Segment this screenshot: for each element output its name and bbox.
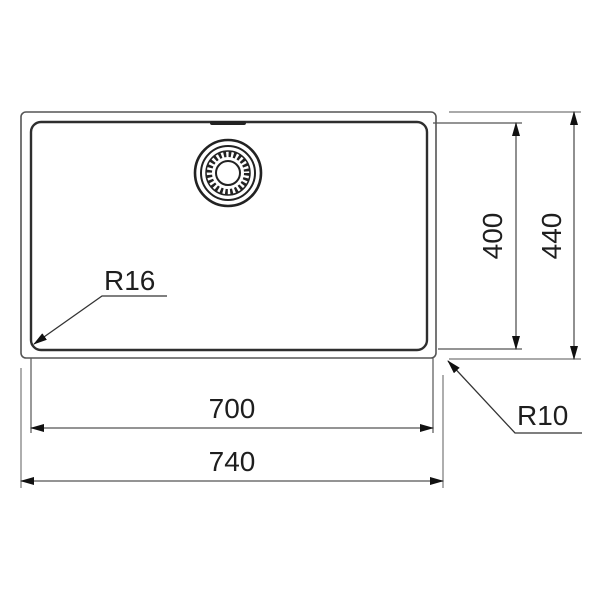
outer-height-label: 440 xyxy=(536,213,567,260)
radius-r10-callout: R10 xyxy=(447,360,582,434)
overflow-slot xyxy=(210,121,246,125)
inner-width-label: 700 xyxy=(209,393,256,424)
width-700-dimension: 700 xyxy=(30,393,434,432)
inner-height-label: 400 xyxy=(477,213,508,260)
width-740-dimension: 740 xyxy=(20,446,444,485)
height-400-dimension: 400 xyxy=(477,122,520,350)
height-440-dimension: 440 xyxy=(536,111,578,360)
sink-outer-rim xyxy=(20,111,437,359)
strainer-waste-icon xyxy=(193,138,263,208)
outer-width-label: 740 xyxy=(209,446,256,477)
radius-r10-label: R10 xyxy=(517,400,568,431)
radius-r16-label: R16 xyxy=(104,265,155,296)
radius-r16-callout: R16 xyxy=(33,265,167,345)
